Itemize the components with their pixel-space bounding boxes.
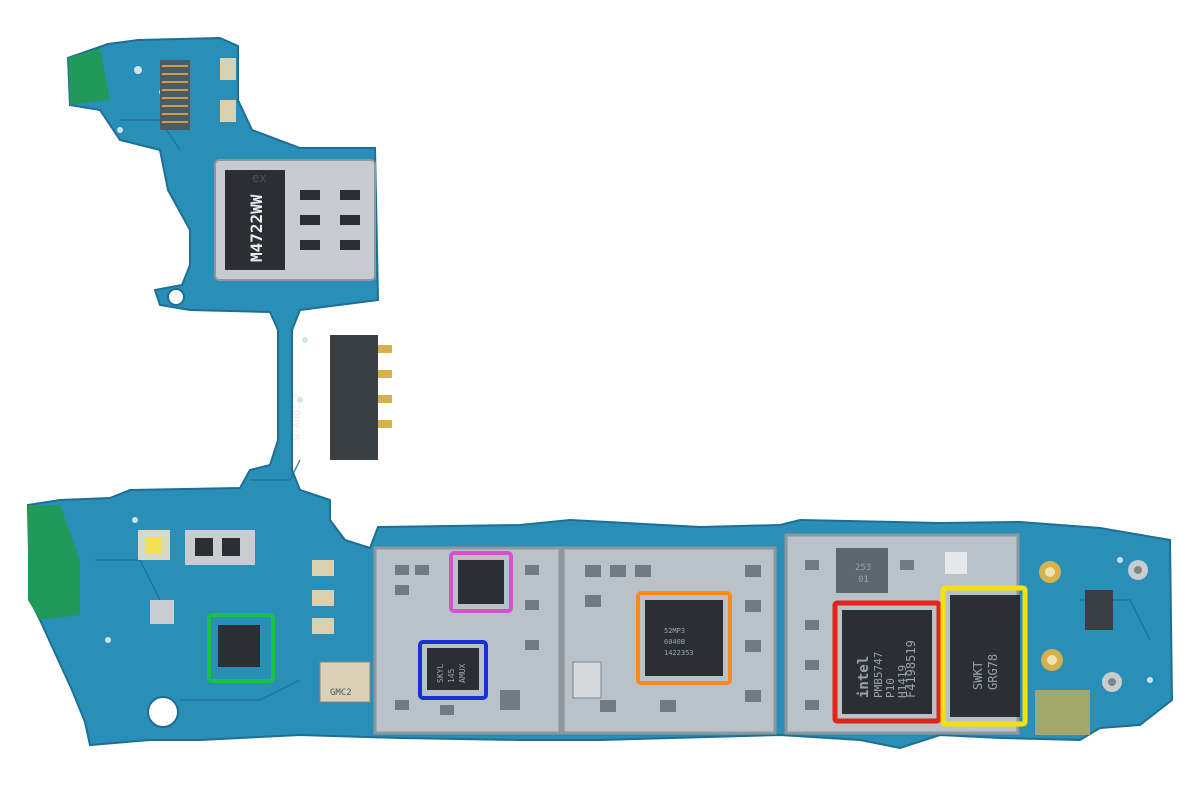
gold-pad: [1035, 690, 1090, 735]
capacitor: [312, 618, 334, 634]
capacitor: [312, 560, 334, 576]
shield-chip-line1: 253: [855, 563, 871, 573]
mounting-hole: [147, 696, 179, 728]
orange-highlighted-chip: [645, 600, 723, 676]
memory-chip: [950, 595, 1020, 717]
yellow-highlight-box: [940, 585, 1028, 727]
green-highlighted-chip: [218, 625, 260, 667]
shield-chip-line2: 01: [858, 575, 869, 585]
capacitor: [220, 100, 236, 122]
pcb-corner-green: [68, 48, 110, 105]
battery-connector: [330, 335, 378, 460]
small-component: [150, 600, 174, 624]
battery-connector-pins: [378, 345, 392, 428]
small-ic: [1085, 590, 1113, 630]
sim-tray-label-area: [225, 170, 285, 270]
sensor-chip: [195, 538, 213, 556]
orange-highlight-box: [636, 591, 732, 685]
capacitor: [312, 590, 334, 606]
intel-chip: [842, 610, 932, 714]
blue-highlight-box: [418, 640, 488, 700]
intel-chip-line2: PMB5747: [872, 652, 885, 698]
magenta-highlighted-chip: [458, 560, 504, 604]
red-highlight-box: [832, 600, 942, 724]
capacitor: [220, 58, 236, 80]
orange-chip-line1: 52MP3: [664, 627, 685, 635]
shield-components: [395, 565, 539, 715]
shield-chip-small: [836, 548, 888, 593]
antenna-connector: [1039, 561, 1061, 583]
blue-highlighted-chip: [427, 648, 479, 690]
shield-components: [585, 565, 761, 712]
small-fpc-connector: [319, 661, 371, 703]
memory-chip-line2: GRG78: [986, 654, 1000, 690]
sim-tray-label: ex: [252, 171, 266, 185]
intel-chip-line3: P10: [884, 678, 897, 698]
orange-chip-line2: 6040B: [664, 638, 685, 646]
pcb-edge-green: [28, 505, 80, 620]
crystal-oscillator: [572, 661, 602, 699]
memory-chip-line1: SWKT: [971, 661, 985, 690]
pcb-silkscreen-text: W-AHQ1 F: [292, 392, 303, 440]
sim-contacts: [300, 190, 360, 250]
antenna-connector: [1041, 649, 1063, 671]
connector-silkscreen: GMC2: [330, 688, 352, 698]
blue-chip-line3: AMUX: [458, 664, 467, 683]
shield-components: [805, 560, 914, 710]
antenna-connector: [1128, 560, 1148, 580]
small-component: [945, 552, 967, 574]
sensor-chip: [222, 538, 240, 556]
flex-connector: [160, 60, 190, 130]
blue-chip-line1: SKYL: [436, 664, 445, 683]
magenta-highlight-box: [449, 551, 513, 613]
mounting-hole: [167, 288, 185, 306]
intel-chip-line4: H1419: [896, 665, 909, 698]
antenna-connector: [1102, 672, 1122, 692]
blue-chip-line2: 145: [447, 668, 456, 683]
intel-chip-brand: intel: [856, 656, 872, 698]
orange-chip-line3: 1422353: [664, 649, 694, 657]
intel-chip-line1: F4198519: [904, 640, 918, 698]
connector-pins: [162, 65, 188, 123]
led-flash-lens: [146, 537, 162, 553]
sim-tray-marking: M4722WW: [247, 194, 266, 262]
green-highlight-box: [207, 613, 275, 683]
